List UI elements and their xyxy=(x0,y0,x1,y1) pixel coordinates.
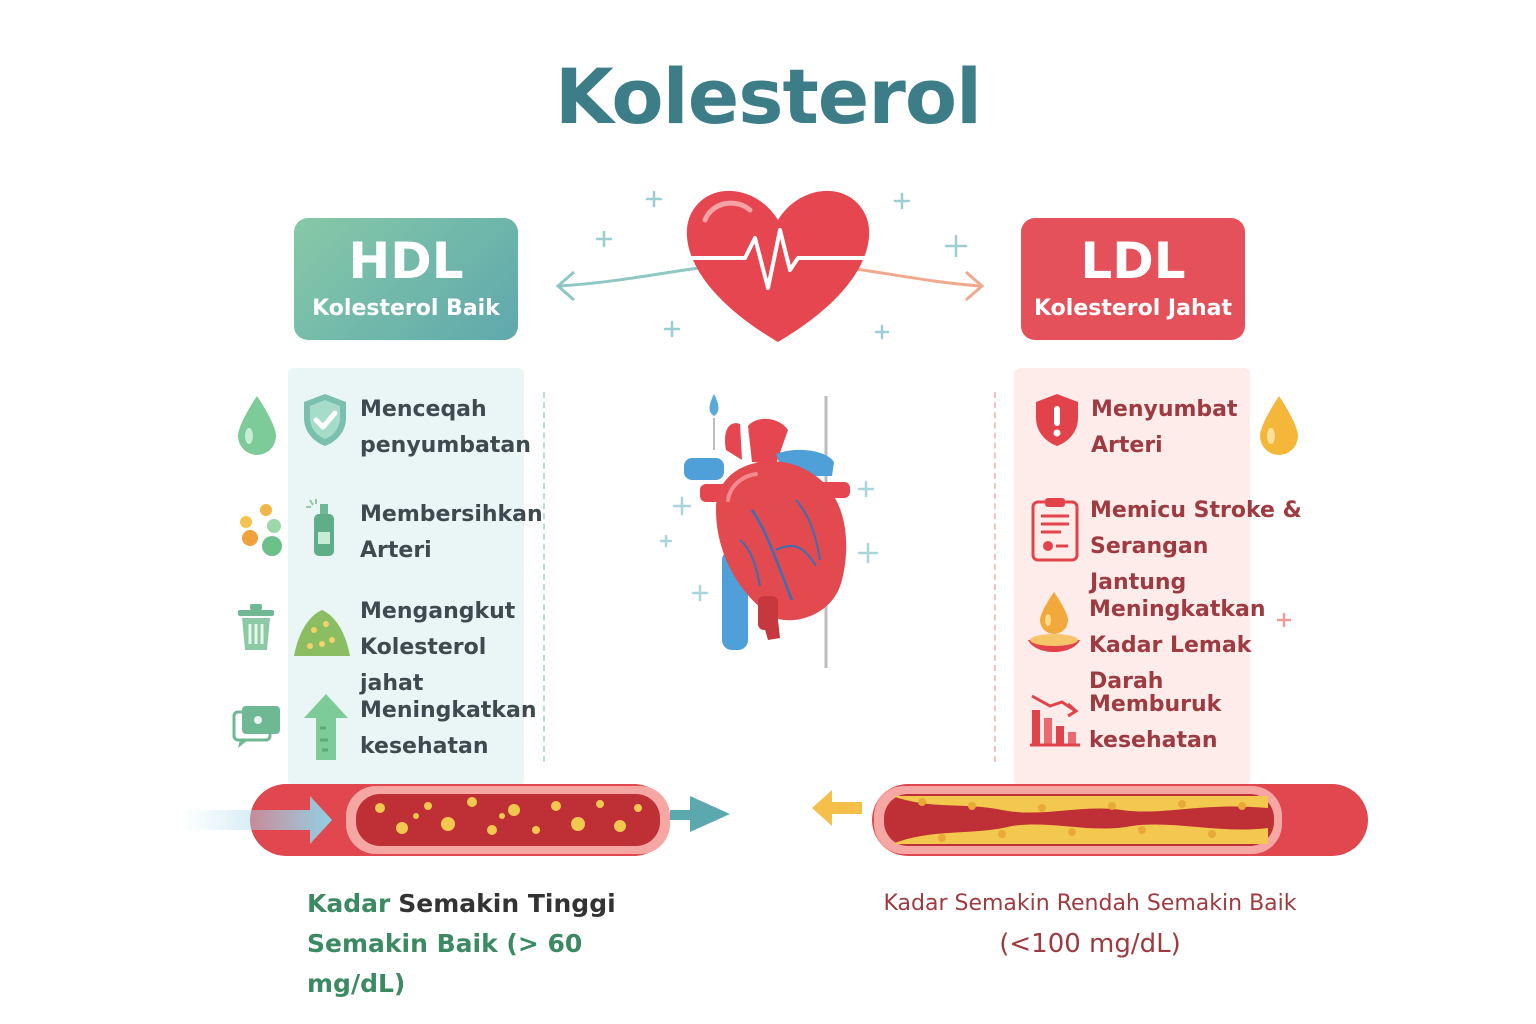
ldl-item-1: Menyumbat Arteri xyxy=(1091,392,1251,464)
hdl-bottom-line1: Kadar Semakin Tinggi xyxy=(307,884,667,924)
heart-highlight xyxy=(702,200,753,223)
ldl-name: LDL xyxy=(1080,232,1186,290)
ldl-item-2-line1: Memicu Stroke & xyxy=(1090,498,1302,523)
plaque-buildup-bottom xyxy=(892,824,1268,844)
hdl-bottom-caption: Kadar Semakin Tinggi Semakin Baik (> 60 … xyxy=(307,884,667,1004)
hdl-item-3-line1: Mengangkut xyxy=(360,599,516,624)
left-arrow-head xyxy=(555,270,575,302)
hdl-item-1: Menceqah penyumbatan xyxy=(360,392,540,464)
oil-drop-dish-icon xyxy=(1028,592,1080,652)
flow-in-arrow xyxy=(180,796,332,844)
ldl-item-2: Memicu Stroke & Serangan Jantung xyxy=(1090,493,1310,601)
ldl-artery-illustration xyxy=(812,784,1368,856)
right-arrow-head xyxy=(965,270,985,302)
ldl-divider xyxy=(994,392,996,762)
ldl-item-4-line2: kesehatan xyxy=(1089,728,1218,753)
plaque-texture xyxy=(918,798,1246,842)
ldl-item-4-line1: Memburuk xyxy=(1089,692,1222,717)
ldl-item-3-line2: Kadar Lemak Darah xyxy=(1089,633,1252,694)
plaque-buildup-top xyxy=(892,796,1268,813)
green-mound-icon xyxy=(294,610,350,656)
hdl-item-4: Meningkatkan kesehatan xyxy=(360,693,540,765)
declining-chart-icon xyxy=(1030,694,1080,747)
shield-alert-icon xyxy=(1036,394,1078,446)
hdl-item-4-line2: kesehatan xyxy=(360,734,489,759)
green-droplet-icon xyxy=(238,396,276,455)
ldl-bottom-caption: Kadar Semakin Rendah Semakin Baik (<100 … xyxy=(870,884,1310,964)
ldl-item-3: Meningkatkan Kadar Lemak Darah xyxy=(1089,592,1319,700)
ldl-item-1-line1: Menyumbat xyxy=(1091,397,1238,422)
ldl-bottom-line1: Kadar Semakin Rendah Semakin Baik xyxy=(883,891,1297,916)
spray-bottle-icon xyxy=(306,499,334,556)
hdl-item-1-line1: Menceqah xyxy=(360,397,487,422)
ldl-item-1-line2: Arteri xyxy=(1091,433,1163,458)
heart-shape-icon xyxy=(686,190,870,342)
yellow-droplet-icon xyxy=(1260,396,1298,455)
hdl-divider xyxy=(543,392,545,762)
bubbles-icon xyxy=(240,504,282,556)
hdl-bottom-part1: Kadar xyxy=(307,889,391,918)
chat-bubble-icon xyxy=(232,706,280,748)
plus-sparkle-icon xyxy=(1277,613,1291,627)
trash-bin-icon xyxy=(238,604,274,650)
hdl-bottom-line2: Semakin Baik (> 60 mg/dL) xyxy=(307,929,583,998)
pulse-line-icon xyxy=(690,228,865,290)
anatomical-heart-icon xyxy=(659,394,879,668)
clipboard-report-icon xyxy=(1031,498,1079,562)
flow-back-arrow xyxy=(812,790,862,826)
hdl-subtitle: Kolesterol Baik xyxy=(312,296,500,321)
hdl-label-box: HDL Kolesterol Baik xyxy=(294,218,518,340)
ldl-item-3-line1: Meningkatkan xyxy=(1089,597,1266,622)
hdl-item-3: Mengangkut Kolesterol jahat xyxy=(360,594,550,702)
ldl-subtitle: Kolesterol Jahat xyxy=(1034,296,1232,321)
page-title: Kolesterol xyxy=(554,52,982,141)
sparkle-icons xyxy=(595,190,968,340)
hdl-item-1-line2: penyumbatan xyxy=(360,433,531,458)
ldl-label-box: LDL Kolesterol Jahat xyxy=(1021,218,1245,340)
top-graphic xyxy=(555,190,985,342)
hdl-item-2-line1: Membersihkan xyxy=(360,502,543,527)
ldl-item-2-line2: Serangan Jantung xyxy=(1090,534,1209,595)
sparkle-icons xyxy=(659,480,879,602)
ldl-item-4: Memburuk kesehatan xyxy=(1089,687,1249,759)
plaque-particles xyxy=(375,797,642,835)
hdl-item-4-line1: Meningkatkan xyxy=(360,698,537,723)
hdl-name: HDL xyxy=(348,232,464,290)
hdl-item-2-line2: Arteri xyxy=(360,538,432,563)
hdl-item-2: Membersihkan Arteri xyxy=(360,497,543,569)
up-arrow-icon xyxy=(304,694,348,760)
hdl-artery-illustration xyxy=(180,784,730,856)
flow-out-arrow xyxy=(670,796,730,832)
ldl-bottom-line2: (<100 mg/dL) xyxy=(999,929,1181,959)
hdl-item-3-line2: Kolesterol jahat xyxy=(360,635,487,696)
shield-check-icon xyxy=(304,394,346,446)
hdl-bottom-part2: Semakin Tinggi xyxy=(398,889,616,918)
